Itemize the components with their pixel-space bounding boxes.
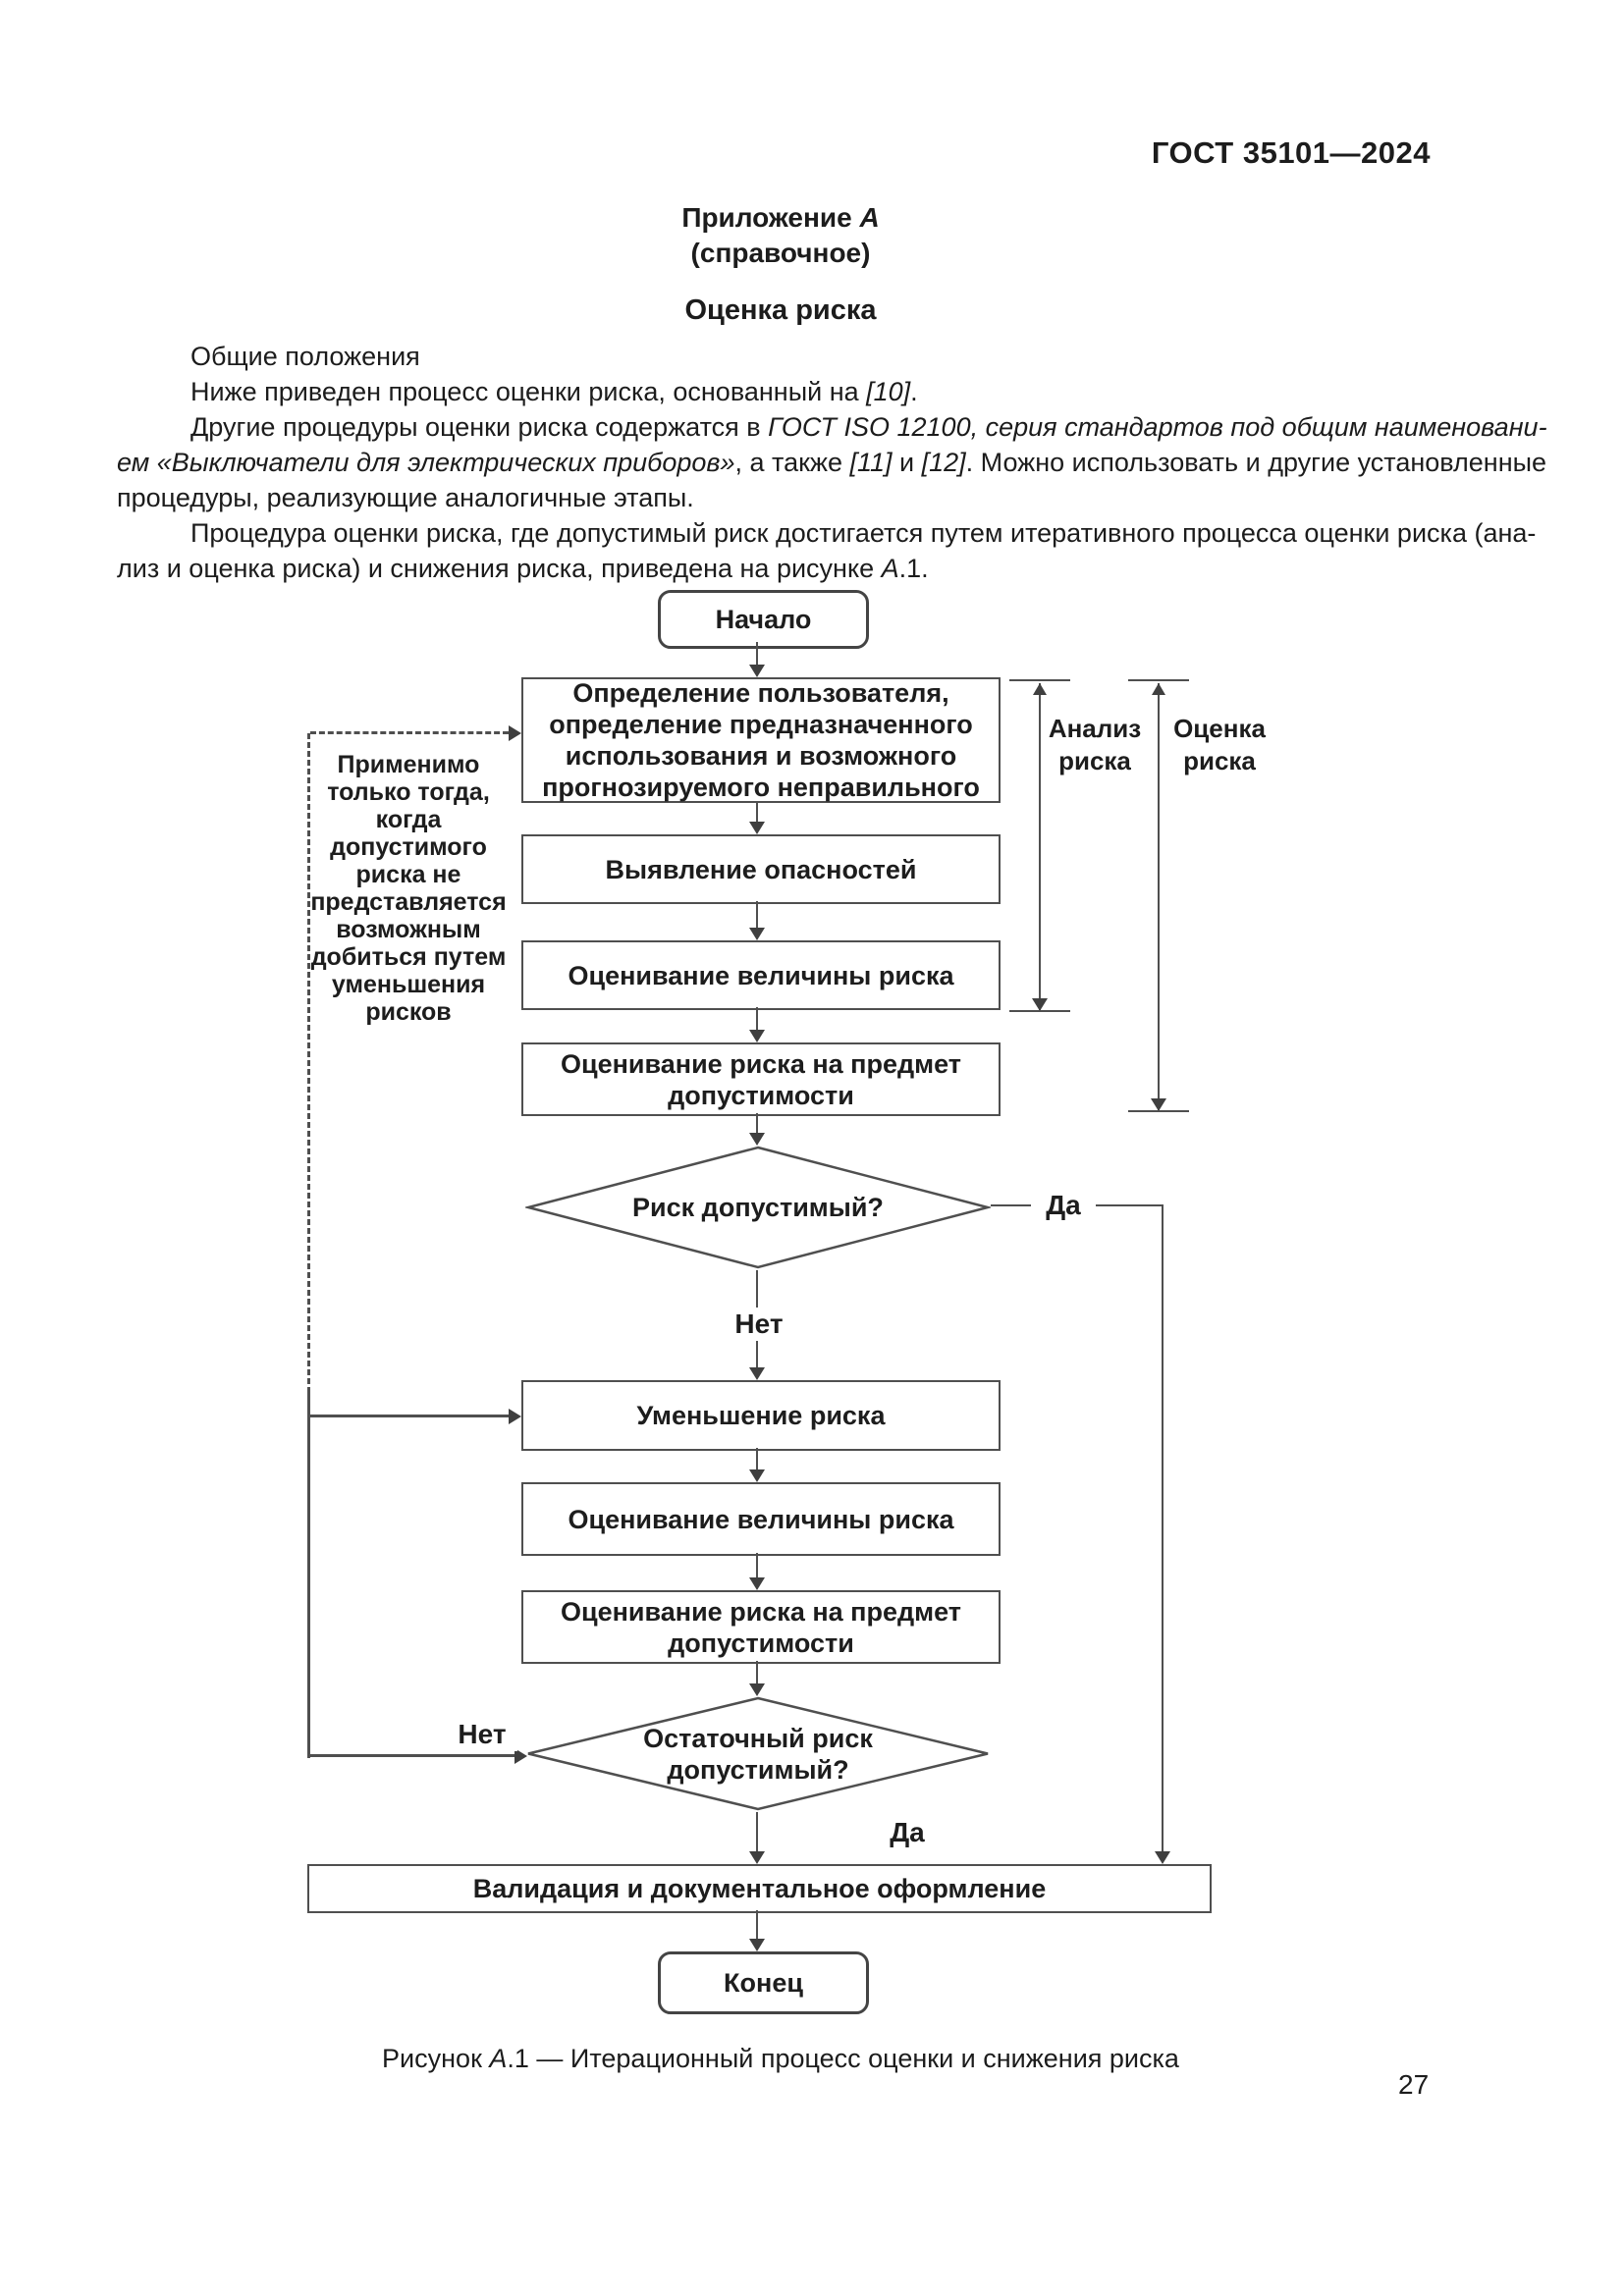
bracket-label-risk-analysis: Анализ риска bbox=[1048, 714, 1142, 775]
arrow-down-icon bbox=[749, 1851, 765, 1864]
arrow-down-icon bbox=[1155, 1851, 1170, 1864]
arrow-right-icon bbox=[514, 1748, 527, 1764]
branch-label-no: Нет bbox=[447, 1718, 517, 1751]
connector-line bbox=[756, 1812, 758, 1852]
connector-line bbox=[308, 1754, 515, 1757]
connector-line bbox=[756, 1661, 758, 1684]
connector-line bbox=[756, 1553, 758, 1578]
body-line: Процедура оценки риска, где допустимый р… bbox=[190, 518, 1537, 548]
arrow-up-icon bbox=[1152, 683, 1165, 695]
dashed-connector-line bbox=[307, 733, 310, 1393]
flow-node-end: Конец bbox=[658, 1951, 869, 2014]
bracket-end-bar bbox=[1009, 679, 1070, 681]
arrow-down-icon bbox=[1032, 998, 1048, 1011]
appendix-label: Приложение bbox=[681, 202, 860, 233]
appendix-title: Оценка риска bbox=[684, 294, 877, 326]
appendix-heading: Приложение А bbox=[117, 202, 1444, 234]
arrow-down-icon bbox=[749, 1939, 765, 1951]
connector-line bbox=[1162, 1204, 1164, 1852]
bracket-line-analysis bbox=[1039, 683, 1041, 1010]
branch-label-no: Нет bbox=[724, 1308, 794, 1341]
connector-line bbox=[756, 1448, 758, 1470]
bracket-end-bar bbox=[1128, 1110, 1189, 1112]
body-line: лиз и оценка риска) и снижения риска, пр… bbox=[117, 554, 929, 583]
flow-node-risk-estimation-2: Оценивание величины риска bbox=[521, 1482, 1001, 1556]
connector-line bbox=[756, 1007, 758, 1031]
branch-label-yes: Да bbox=[1031, 1189, 1096, 1222]
connector-line bbox=[756, 1113, 758, 1135]
flow-node-start: Начало bbox=[658, 590, 869, 649]
connector-line bbox=[756, 642, 758, 666]
flow-node-risk-evaluation-2: Оценивание риска на предмет допустимости bbox=[521, 1590, 1001, 1664]
arrow-right-icon bbox=[509, 1409, 521, 1424]
connector-line bbox=[307, 1393, 310, 1758]
dashed-connector-line bbox=[310, 731, 509, 734]
flow-node-risk-evaluation-1: Оценивание риска на предмет допустимости bbox=[521, 1042, 1001, 1116]
decision-diamond-residual-risk bbox=[527, 1696, 989, 1811]
arrow-down-icon bbox=[1151, 1098, 1166, 1111]
arrow-down-icon bbox=[749, 665, 765, 677]
side-note: Применимо только тогда, когда допустимог… bbox=[310, 751, 507, 1026]
body-line: Общие положения bbox=[190, 342, 420, 371]
page-number: 27 bbox=[1398, 2069, 1430, 2100]
body-line: Ниже приведен процесс оценки риска, осно… bbox=[190, 377, 918, 406]
decision2-label: Остаточный риск допустимый? bbox=[643, 1723, 873, 1785]
flow-node-hazard-identification: Выявление опасностей bbox=[521, 834, 1001, 904]
bracket-label-risk-evaluation: Оценка риска bbox=[1173, 714, 1266, 775]
connector-line bbox=[308, 1415, 510, 1417]
flow-node-risk-reduction: Уменьшение риска bbox=[521, 1380, 1001, 1451]
body-line: процедуры, реализующие аналогичные этапы… bbox=[117, 483, 694, 512]
arrow-down-icon bbox=[749, 822, 765, 834]
figure-caption: Рисунок А.1 — Итерационный процесс оценк… bbox=[382, 2044, 1179, 2073]
appendix-letter: А bbox=[859, 202, 880, 233]
bracket-end-bar bbox=[1128, 679, 1189, 681]
connector-line bbox=[756, 1910, 758, 1940]
arrow-down-icon bbox=[749, 928, 765, 940]
appendix-subtitle: (справочное) bbox=[690, 238, 871, 268]
doc-code-header: ГОСТ 35101—2024 bbox=[1151, 135, 1431, 170]
arrow-up-icon bbox=[1033, 683, 1047, 695]
decision-diamond-risk-acceptable bbox=[525, 1146, 991, 1269]
arrow-down-icon bbox=[749, 1683, 765, 1696]
decision1-label: Риск допустимый? bbox=[632, 1193, 884, 1222]
arrow-right-icon bbox=[509, 725, 521, 741]
arrow-down-icon bbox=[749, 1367, 765, 1380]
arrow-down-icon bbox=[749, 1133, 765, 1146]
flow-node-validation: Валидация и документальное оформление bbox=[307, 1864, 1212, 1913]
bracket-end-bar bbox=[1009, 1010, 1070, 1012]
flow-node-risk-estimation-1: Оценивание величины риска bbox=[521, 940, 1001, 1010]
body-line: Другие процедуры оценки риска содержатся… bbox=[190, 412, 1547, 442]
body-line: ем «Выключатели для электрических прибор… bbox=[117, 448, 1547, 477]
arrow-down-icon bbox=[749, 1030, 765, 1042]
branch-label-yes: Да bbox=[872, 1816, 943, 1849]
arrow-down-icon bbox=[749, 1469, 765, 1482]
flow-node-identify-user: Определение пользователя, определение пр… bbox=[521, 677, 1001, 803]
connector-line bbox=[756, 801, 758, 823]
bracket-line-evaluation bbox=[1158, 683, 1160, 1111]
connector-line bbox=[756, 901, 758, 929]
arrow-down-icon bbox=[749, 1577, 765, 1590]
